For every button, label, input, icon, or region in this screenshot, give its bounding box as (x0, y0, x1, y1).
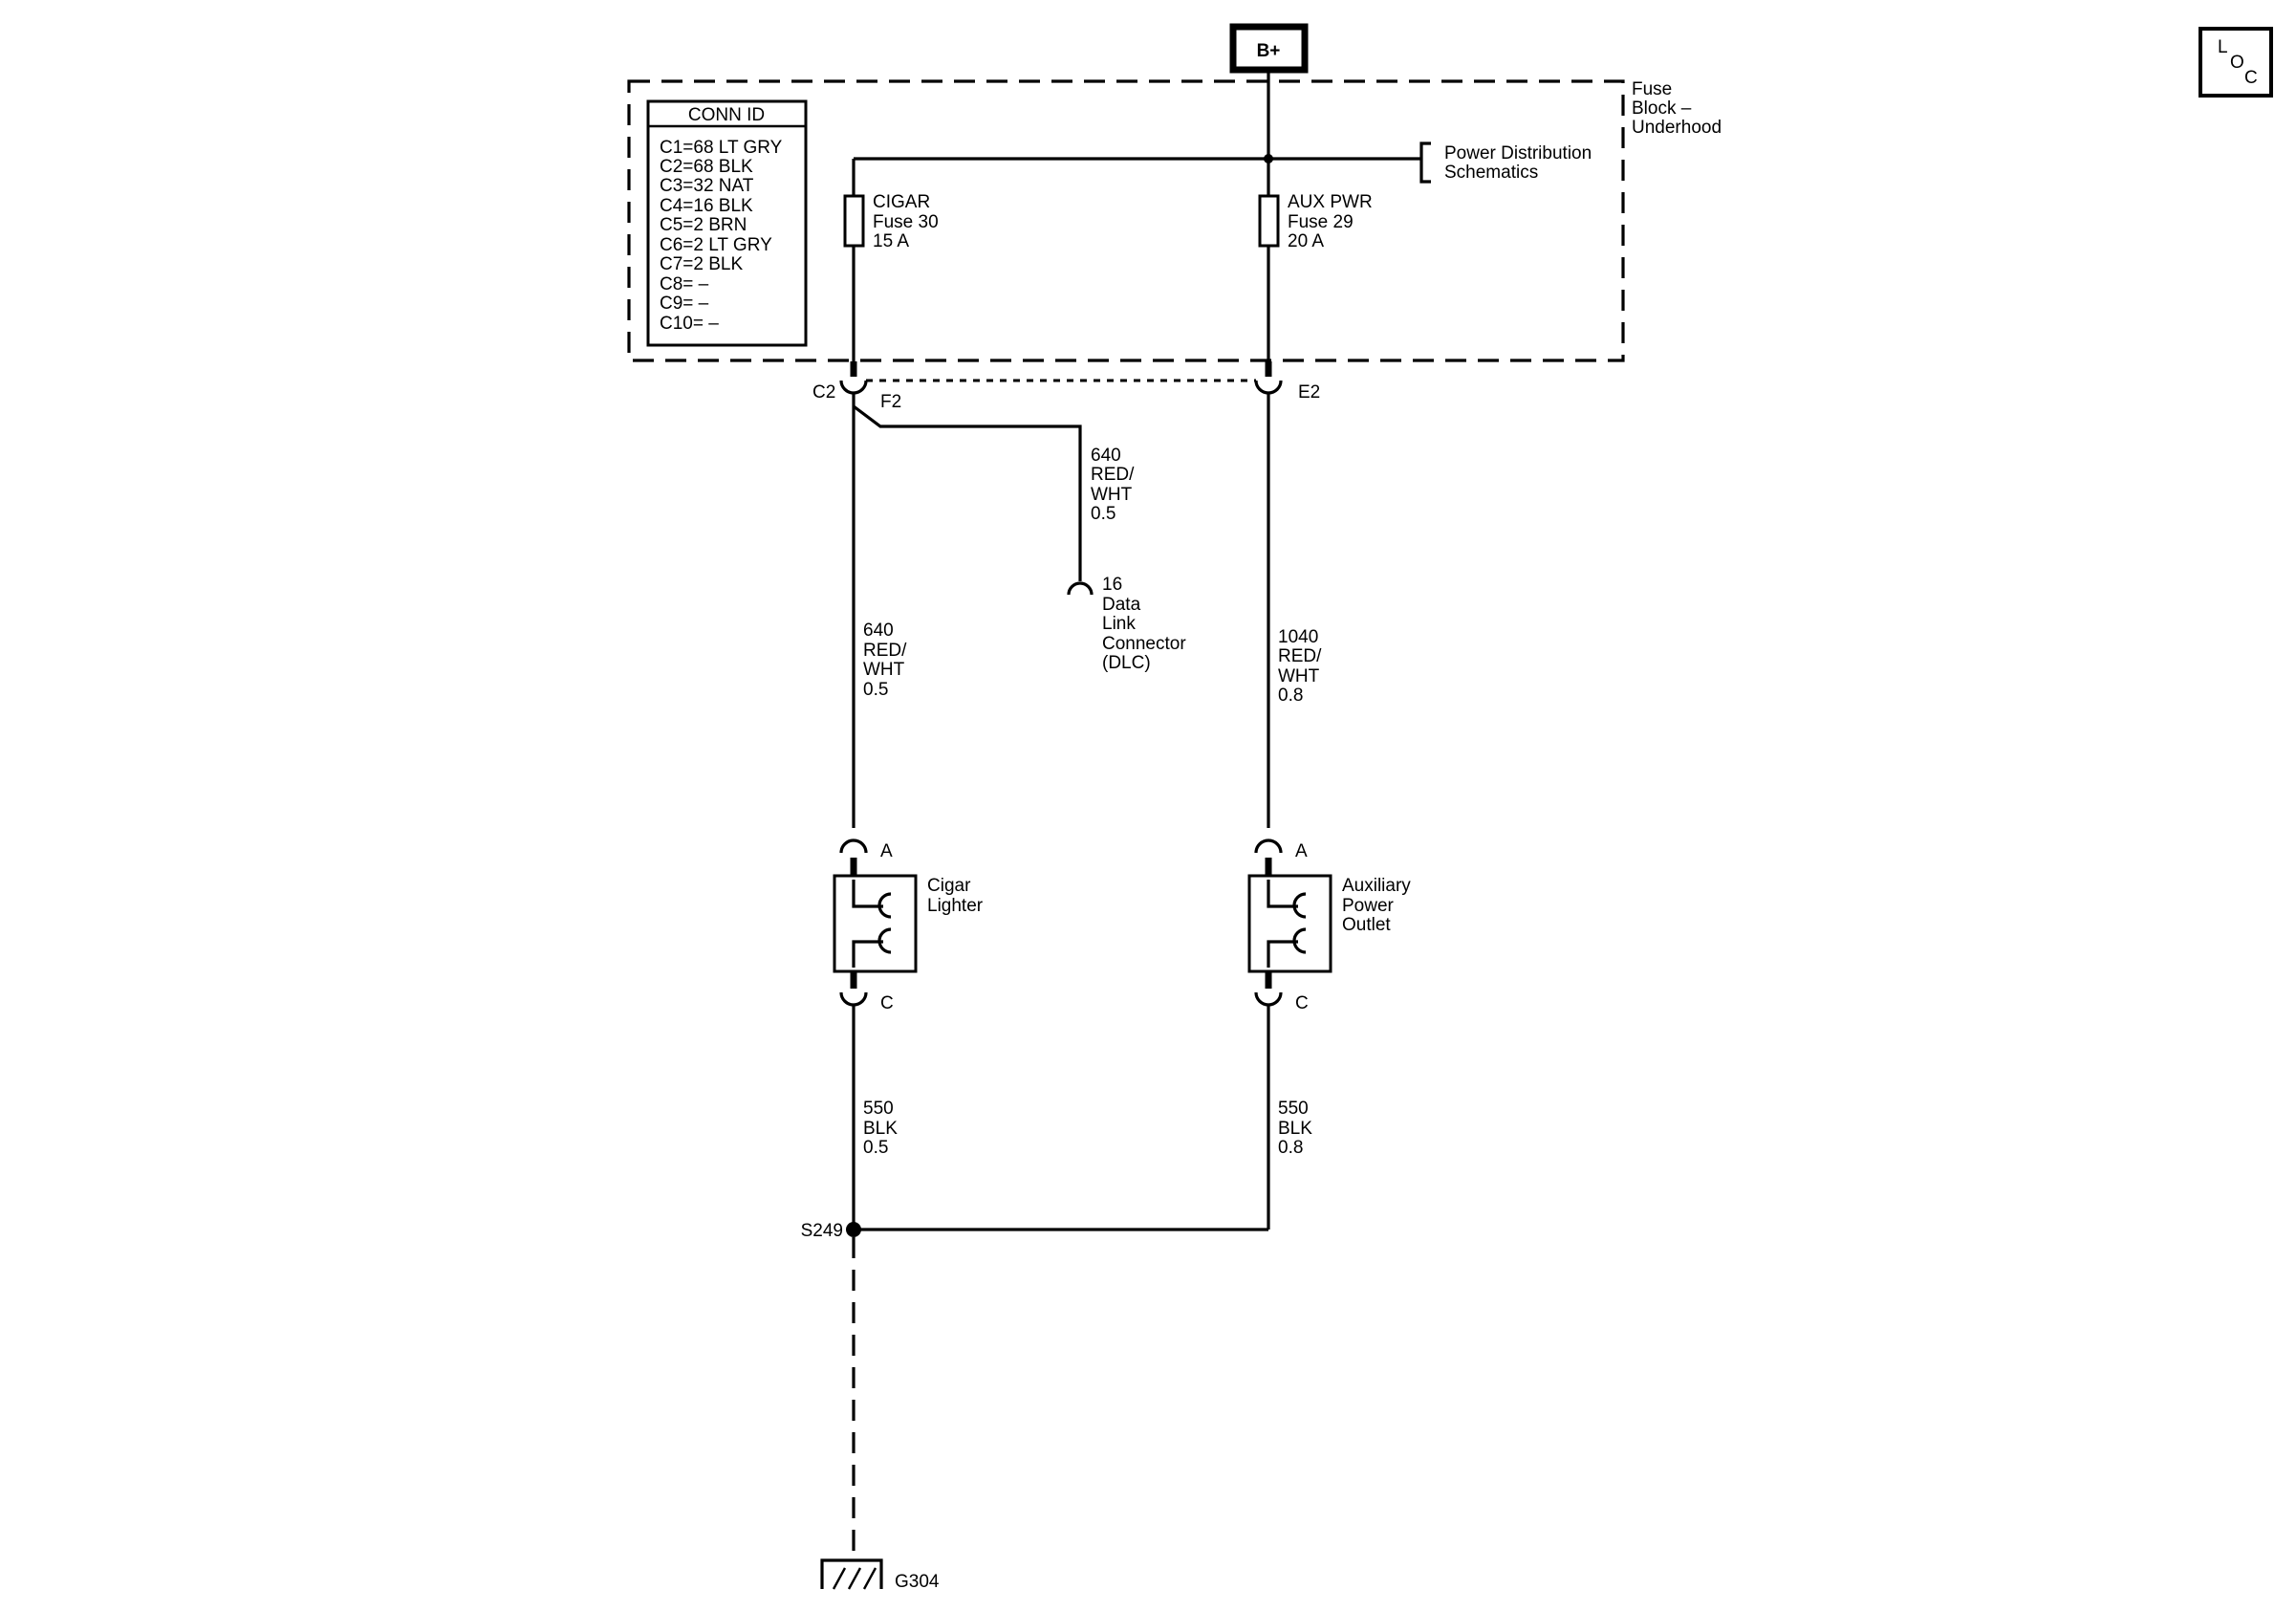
conn-id-row: C2=68 BLK (660, 157, 753, 177)
ground-right-label: 550 BLK 0.8 (1278, 1099, 1312, 1158)
conn-id-row: C6=2 LT GRY (660, 235, 772, 255)
wire-right-label: 1040 RED/ WHT 0.8 (1278, 627, 1322, 706)
ground-left-gauge: 0.5 (863, 1138, 888, 1158)
conn-id-row: C3=32 NAT (660, 176, 754, 196)
connector-e2: E2 (1254, 361, 1320, 403)
splice-s249-dot (846, 1222, 861, 1237)
ground-right-circuit: 550 (1278, 1099, 1309, 1119)
ground-right-gauge: 0.8 (1278, 1138, 1303, 1158)
dlc-pin: 16 (1102, 575, 1122, 595)
battery-label: B+ (1257, 41, 1281, 61)
aux-outlet-pin-a: A (1295, 841, 1308, 861)
cigar-lighter-pin-c: C (880, 993, 894, 1013)
aux-fuse-symbol (1258, 194, 1280, 248)
conn-id-row: C10= – (660, 314, 719, 334)
cigar-fuse-label-line2: Fuse 30 (873, 212, 939, 232)
auxiliary-power-outlet-component: A C Auxiliary Power Outlet (1247, 838, 1411, 1013)
aux-outlet-label-line2: Power (1342, 896, 1395, 916)
conn-id-title: CONN ID (688, 105, 765, 125)
wire-left-color2: WHT (863, 660, 905, 680)
wire-left-gauge: 0.5 (863, 680, 888, 700)
battery-positive-terminal: B+ (1229, 23, 1309, 74)
location-icon: L O C (2199, 27, 2273, 98)
connector-c2-f2: C2 F2 (812, 361, 901, 412)
power-distribution-reference: Power Distribution Schematics (1419, 142, 1592, 184)
aux-fuse-label-line1: AUX PWR (1288, 192, 1373, 212)
connector-c2-label: C2 (812, 382, 835, 403)
wire-right-color1: RED/ (1278, 646, 1322, 666)
aux-outlet-pin-c: C (1295, 993, 1309, 1013)
dlc-label: 16 Data Link Connector (DLC) (1102, 575, 1186, 673)
power-distribution-line1: Power Distribution (1444, 143, 1592, 163)
wire-dlc-label: 640 RED/ WHT 0.5 (1091, 446, 1135, 524)
cigar-lighter-label-line1: Cigar (927, 876, 971, 896)
fuse-block-label-line2: Block – (1632, 98, 1692, 119)
conn-id-row: C4=16 BLK (660, 196, 753, 216)
fuse-block-label: Fuse Block – Underhood (1632, 79, 1722, 138)
loc-letter-o: O (2230, 53, 2244, 73)
wire-dlc-color2: WHT (1091, 485, 1133, 505)
aux-outlet-label-line1: Auxiliary (1342, 876, 1411, 896)
conn-id-table: CONN ID C1=68 LT GRY C2=68 BLK C3=32 NAT… (646, 99, 808, 347)
cigar-lighter-pin-a: A (880, 841, 893, 861)
wire-left-label: 640 RED/ WHT 0.5 (863, 620, 907, 700)
loc-letter-l: L (2218, 37, 2228, 57)
cigar-lighter-component: A C Cigar Lighter (833, 838, 984, 1013)
wire-left-color1: RED/ (863, 641, 907, 661)
wire-right-gauge: 0.8 (1278, 686, 1303, 706)
connector-e2-label: E2 (1298, 382, 1320, 403)
conn-id-row: C5=2 BRN (660, 215, 747, 235)
ground-right-color: BLK (1278, 1119, 1312, 1139)
ground-left-color: BLK (863, 1119, 898, 1139)
fuse-block-boundary (627, 79, 1625, 362)
cigar-lighter-label-line2: Lighter (927, 896, 984, 916)
ground-g304-icon (820, 1558, 883, 1590)
ground-left-label: 550 BLK 0.5 (863, 1099, 898, 1158)
fuse-block-label-line3: Underhood (1632, 118, 1722, 138)
fuse-block-label-line1: Fuse (1632, 79, 1672, 99)
wire-right-circuit: 1040 (1278, 627, 1318, 647)
wire-right-color2: WHT (1278, 666, 1320, 686)
dlc-line2: Link (1102, 614, 1136, 634)
aux-fuse-label-line3: 20 A (1288, 231, 1324, 251)
ground-left-circuit: 550 (863, 1099, 894, 1119)
aux-fuse-label-line2: Fuse 29 (1288, 212, 1354, 232)
wire-dlc-color1: RED/ (1091, 465, 1135, 485)
connector-f2-label: F2 (880, 392, 901, 412)
ground-label: G304 (895, 1572, 940, 1592)
cigar-fuse-label: CIGAR Fuse 30 15 A (873, 192, 939, 251)
dlc-connector-symbol (1067, 581, 1094, 596)
dlc-line4: (DLC) (1102, 653, 1151, 673)
power-distribution-line2: Schematics (1444, 163, 1538, 183)
bus-junction-dot (1264, 154, 1273, 163)
dlc-line3: Connector (1102, 634, 1186, 654)
conn-id-row: C1=68 LT GRY (660, 138, 783, 158)
conn-id-row: C7=2 BLK (660, 254, 743, 274)
cigar-fuse-symbol (843, 194, 865, 248)
wire-dlc-circuit: 640 (1091, 446, 1121, 466)
conn-id-row: C8= – (660, 274, 709, 294)
wire-left-circuit: 640 (863, 620, 894, 641)
aux-outlet-label-line3: Outlet (1342, 915, 1391, 935)
loc-letter-c: C (2244, 68, 2258, 88)
wire-640-dlc-branch (853, 404, 1082, 581)
splice-label: S249 (801, 1221, 843, 1241)
dlc-line1: Data (1102, 595, 1141, 615)
cigar-fuse-label-line1: CIGAR (873, 192, 930, 212)
aux-fuse-label: AUX PWR Fuse 29 20 A (1288, 192, 1373, 251)
wire-dlc-gauge: 0.5 (1091, 504, 1116, 524)
cigar-fuse-label-line3: 15 A (873, 231, 909, 251)
conn-id-row: C9= – (660, 294, 709, 314)
